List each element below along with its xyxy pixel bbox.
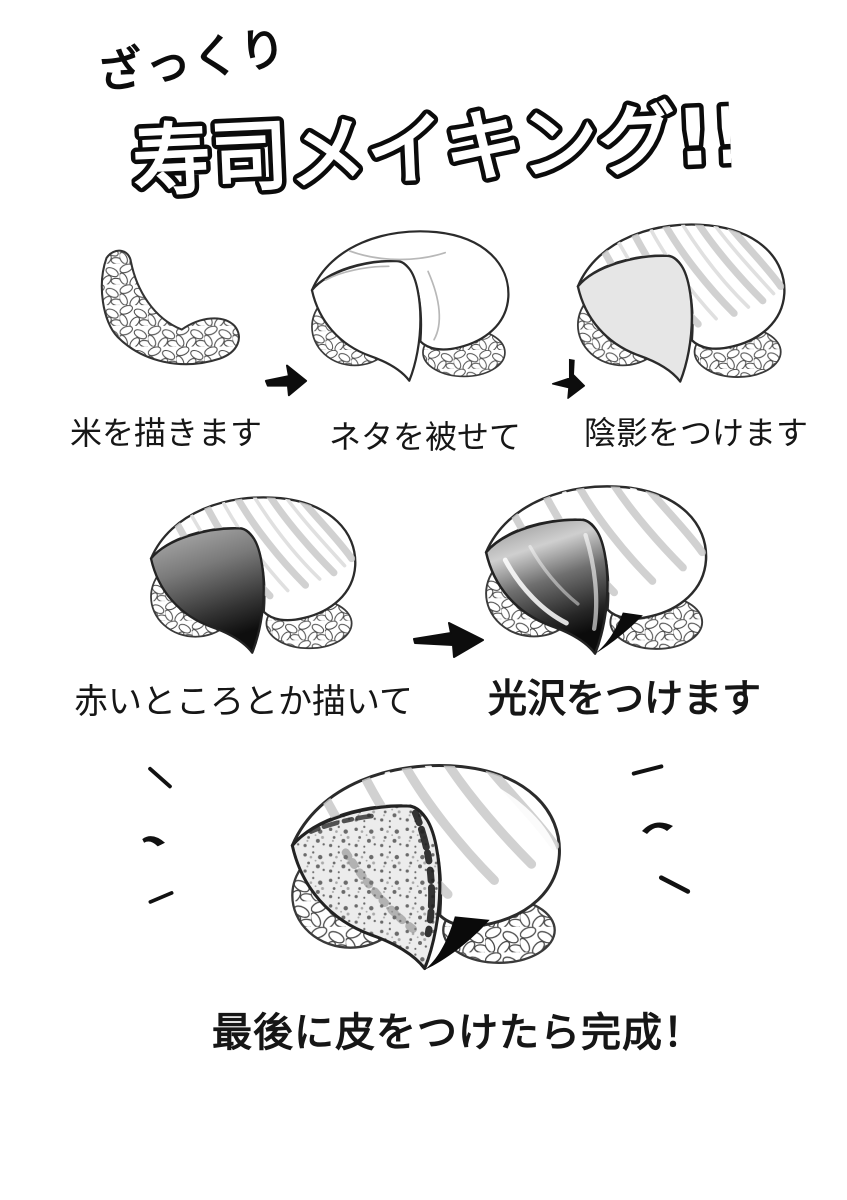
page-title: 寿司メイキング!!: [131, 91, 733, 208]
caption-step6: 最後に皮をつけたら完成！: [212, 1010, 704, 1055]
emphasis-dash-icon: [148, 766, 172, 789]
emphasis-dash-icon: [631, 764, 664, 776]
figure-step3-shading-illustration: [576, 223, 786, 383]
figure-step5-gloss-illustration: [484, 485, 708, 655]
emphasis-dash-icon: [658, 875, 691, 894]
arrow-right-icon: [264, 364, 308, 397]
arrow-right-icon: [551, 358, 586, 399]
emphasis-dash-icon: [642, 822, 673, 834]
figure-step6-finished-illustration: [290, 764, 561, 971]
figure-step1-rice-illustration: [100, 249, 240, 366]
caption-step1: 米を描きます: [70, 415, 263, 451]
caption-step5: 光沢をつけます: [488, 678, 762, 721]
caption-step3: 陰影をつけます: [584, 415, 809, 451]
caption-step4: 赤いところとか描いて: [74, 684, 413, 721]
emphasis-dash-icon: [142, 836, 165, 847]
figure-step4-red-area-illustration: [149, 496, 357, 654]
caption-step2: ネタを被せて: [329, 419, 522, 455]
arrow-right-icon: [413, 622, 484, 658]
emphasis-dash-icon: [148, 891, 174, 904]
title-main-lettering: 寿司メイキング!!: [127, 87, 733, 213]
figure-step2-topping-illustration: [310, 230, 510, 382]
